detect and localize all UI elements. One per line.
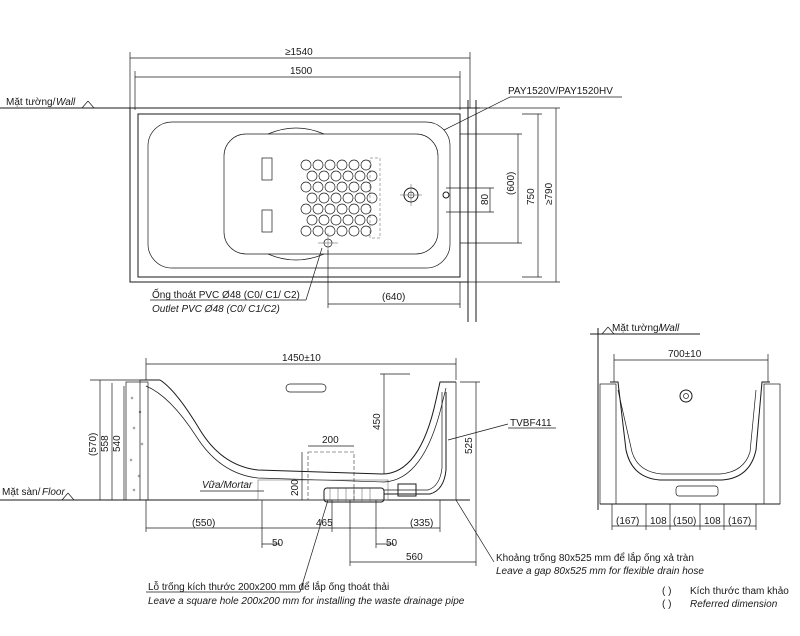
hole-note-vi: Lỗ trống kích thước 200x200 mm để lắp ốn… bbox=[148, 580, 389, 593]
anti-slip-pattern bbox=[300, 159, 378, 237]
dim-inner-length: 1450±10 bbox=[282, 353, 321, 364]
side-view: Mặt sàn/ Floor Vữa/Mortar (57 bbox=[0, 353, 556, 593]
overflow-fitting-end-icon bbox=[679, 389, 693, 403]
dim-height-558: 558 bbox=[100, 435, 111, 452]
end-dim-4: 108 bbox=[704, 516, 721, 527]
wall-label-end-en: Wall bbox=[660, 323, 680, 334]
dim-560: 560 bbox=[406, 552, 423, 563]
dim-hole-size: 200 bbox=[322, 435, 339, 446]
dim-overflow-height: 450 bbox=[372, 413, 383, 430]
dim-50-left: 50 bbox=[272, 538, 284, 549]
overflow-fitting-icon bbox=[400, 184, 422, 206]
dim-50-right: 50 bbox=[386, 538, 398, 549]
wall-label-top-en: Wall bbox=[56, 97, 76, 108]
gap-note-en: Leave a gap 80x525 mm for flexible drain… bbox=[496, 566, 704, 577]
floor-label-en: Floor bbox=[42, 487, 65, 498]
end-view: Mặt tường/ Wall 700±10 (167) 108 (150) bbox=[590, 323, 781, 530]
dim-jet-offset: 80 bbox=[480, 193, 491, 205]
legend-label-en: Referred dimension bbox=[690, 599, 778, 610]
dim-drain-height: 525 bbox=[464, 437, 475, 454]
end-dim-1: (167) bbox=[616, 516, 639, 527]
trap-model-label: TVBF411 bbox=[510, 418, 552, 429]
dim-end-width: 700±10 bbox=[668, 349, 702, 360]
side-armrest bbox=[285, 383, 327, 393]
mortar-label: Vữa/Mortar bbox=[202, 480, 253, 491]
end-trap-icon bbox=[675, 485, 719, 497]
hole-note-en: Leave a square hole 200x200 mm for insta… bbox=[148, 596, 465, 607]
end-dim-3: (150) bbox=[673, 516, 696, 527]
dim-tub-depth: 750 bbox=[526, 188, 537, 205]
model-label: PAY1520V/PAY1520HV bbox=[508, 86, 613, 97]
dim-height-540: 540 bbox=[112, 435, 123, 452]
dim-335: (335) bbox=[410, 518, 433, 529]
drain-outlet-icon bbox=[318, 233, 338, 253]
floor-label-vi: Mặt sàn/ bbox=[2, 487, 41, 498]
legend-symbol-1: ( ) bbox=[662, 586, 671, 597]
dim-height-total: (570) bbox=[88, 433, 99, 456]
outlet-label-en: Outlet PVC Ø48 (C0/ C1/C2) bbox=[152, 304, 280, 315]
end-dim-2: 108 bbox=[650, 516, 667, 527]
dim-550: (550) bbox=[192, 518, 215, 529]
wall-label-top-vi: Mặt tường/ bbox=[6, 97, 56, 108]
drain-trap-icon bbox=[323, 483, 417, 503]
wall-label-end-vi: Mặt tường/ bbox=[612, 323, 662, 334]
top-view: ≥1540 1500 Mặt tường/ Wall bbox=[0, 47, 622, 322]
notes: Khoảng trống 80x525 mm để lắp ống xả trà… bbox=[146, 551, 789, 610]
dim-465: 465 bbox=[316, 518, 333, 529]
dim-overall-width: ≥1540 bbox=[285, 47, 313, 58]
dim-tub-width: 1500 bbox=[290, 66, 313, 77]
dim-outlet-offset: (640) bbox=[382, 292, 405, 303]
jet-port-icon bbox=[442, 191, 450, 199]
dim-hole-depth: 200 bbox=[290, 479, 301, 496]
dim-depth-inner: (600) bbox=[506, 172, 517, 195]
dim-overall-depth: ≥790 bbox=[544, 182, 555, 205]
end-dim-5: (167) bbox=[728, 516, 751, 527]
gap-note-vi: Khoảng trống 80x525 mm để lắp ống xả trà… bbox=[496, 551, 694, 564]
legend-symbol-2: ( ) bbox=[662, 599, 671, 610]
outlet-label-vi: Ống thoát PVC Ø48 (C0/ C1/ C2) bbox=[152, 287, 300, 301]
legend-label-vi: Kích thước tham khảo bbox=[690, 586, 789, 597]
